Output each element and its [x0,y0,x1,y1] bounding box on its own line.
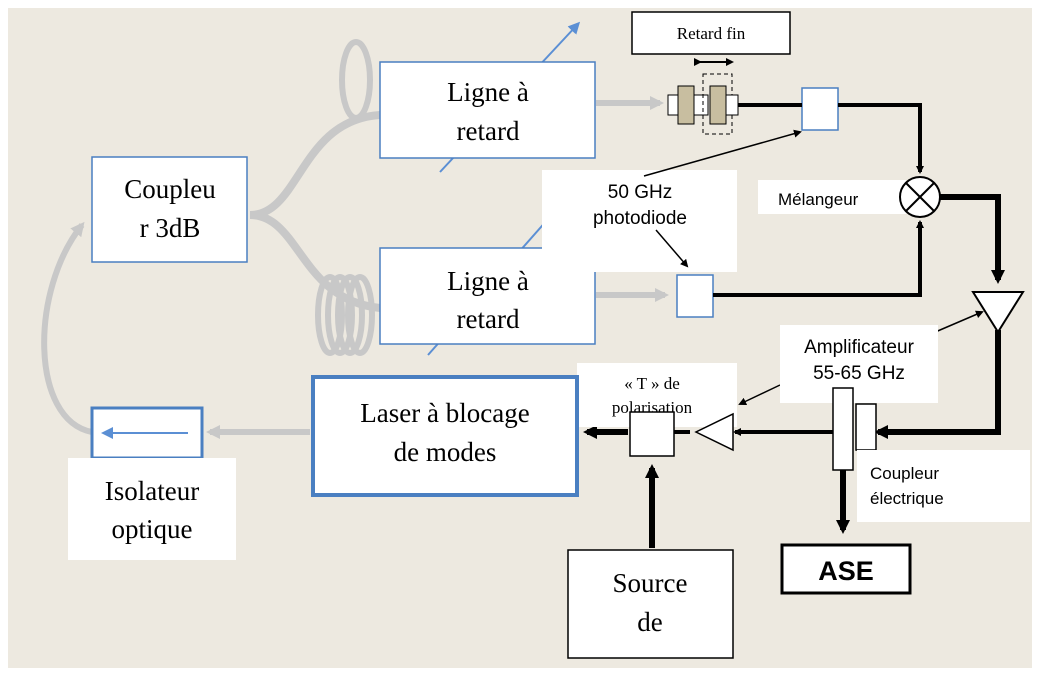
amplifier-label-line1: Amplificateur [804,337,914,358]
delay-line-top-label-line1: Ligne à [447,77,529,107]
mixer: Mélangeur [758,176,941,218]
optical-fiber-paths [41,39,669,439]
source-label-line2: de [637,607,663,637]
mode-locked-laser-box: Laser à blocage de modes [311,375,579,497]
delay-line-bottom-label-line2: retard [457,304,520,334]
isolator-label-line2: optique [112,514,193,544]
amplifier-label-line2: 55-65 GHz [813,363,905,384]
photodiode-label-box: 50 GHz photodiode [542,170,737,272]
mixer-label: Mélangeur [778,190,859,209]
amplifier-label-box: Amplificateur 55-65 GHz [780,325,938,403]
laser-label-line2: de modes [394,437,497,467]
fine-delay-element [667,58,739,135]
coupler-3db-box: Coupleu r 3dB [91,156,248,263]
photodiode-label-line2: photodiode [593,208,687,229]
delay-line-top-label-line2: retard [457,116,520,146]
photodiode-top [801,87,839,131]
delay-line-bottom-label-line1: Ligne à [447,266,529,296]
optical-isolator [90,406,204,460]
ase-label: ASE [818,556,874,586]
fine-delay-label-box: Retard fin [631,11,791,55]
electrical-paths [583,103,1005,548]
laser-label-line1: Laser à blocage [360,398,529,428]
electric-coupler-label-box: Coupleur électrique [857,450,1030,522]
driver-amplifier-triangle [694,412,734,452]
ase-box: ASE [780,543,912,595]
delay-line-top-box: Ligne à retard [379,61,596,159]
coupler-3db-label-line1: Coupleu [124,174,216,204]
amplifier-triangle [971,291,1025,334]
electric-coupler-label-line2: électrique [870,489,944,508]
electric-coupler [832,387,877,471]
bias-tee-box [629,411,675,457]
isolator-label-line1: Isolateur [105,476,199,506]
coupler-3db-label-line2: r 3dB [140,213,201,243]
photodiode-bottom [676,274,714,318]
photodiode-label-line1: 50 GHz [608,182,672,203]
source-box: Source de [567,549,734,659]
fine-delay-label: Retard fin [677,24,746,43]
label-pointer-lines [643,129,984,406]
source-label-line1: Source [613,568,688,598]
electric-coupler-label-line1: Coupleur [870,464,939,483]
isolator-label-box: Isolateur optique [68,458,236,560]
bias-tee-label-line1: « T » de [624,374,680,393]
